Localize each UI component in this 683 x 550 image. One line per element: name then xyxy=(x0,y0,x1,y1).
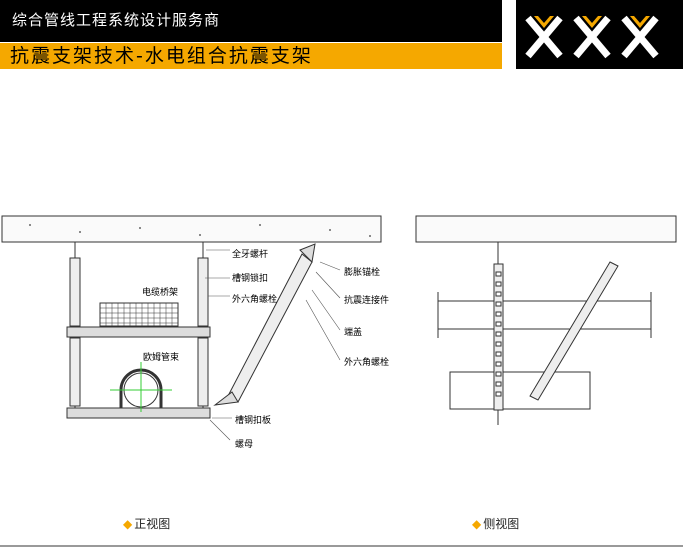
logo-xxx-icon xyxy=(525,15,659,59)
company-banner: 综合管线工程系统设计服务商 xyxy=(0,0,502,42)
label-end-cap: 端盖 xyxy=(344,328,363,338)
footer-divider xyxy=(0,545,683,547)
concrete-slab xyxy=(1,215,382,243)
label-nut: 螺母 xyxy=(235,440,254,450)
concrete-slab-side xyxy=(415,215,677,243)
seismic-brace-side xyxy=(529,261,619,401)
pipe-side xyxy=(449,371,591,410)
diamond-icon: ◆ xyxy=(472,517,482,531)
label-anchor-bolt: 膨胀锚栓 xyxy=(344,268,381,278)
side-view-drawing xyxy=(415,215,677,425)
caption-side-view: ◆侧视图 xyxy=(472,515,519,532)
label-threaded-rod: 全牙螺杆 xyxy=(232,250,269,260)
caption-text: 正视图 xyxy=(134,517,171,531)
label-hex-bolt-2: 外六角螺栓 xyxy=(344,358,390,368)
diamond-icon: ◆ xyxy=(123,517,133,531)
label-cable-tray: 电缆桥架 xyxy=(142,288,179,298)
lower-channel xyxy=(66,407,211,419)
label-channel-lock: 槽钢锁扣 xyxy=(232,274,269,284)
label-pipe-clamp: 欧姆管束 xyxy=(143,353,180,363)
label-seismic-connector: 抗震连接件 xyxy=(344,296,390,306)
caption-front-view: ◆正视图 xyxy=(123,515,170,532)
front-view-drawing xyxy=(1,215,382,441)
label-channel-plate: 槽钢扣板 xyxy=(235,416,272,426)
page-title: 抗震支架技术-水电组合抗震支架 xyxy=(0,43,502,69)
caption-text: 侧视图 xyxy=(483,517,520,531)
label-hex-bolt: 外六角螺栓 xyxy=(232,295,278,305)
cable-tray xyxy=(99,302,179,327)
logo xyxy=(516,0,683,69)
upper-channel xyxy=(66,326,211,338)
